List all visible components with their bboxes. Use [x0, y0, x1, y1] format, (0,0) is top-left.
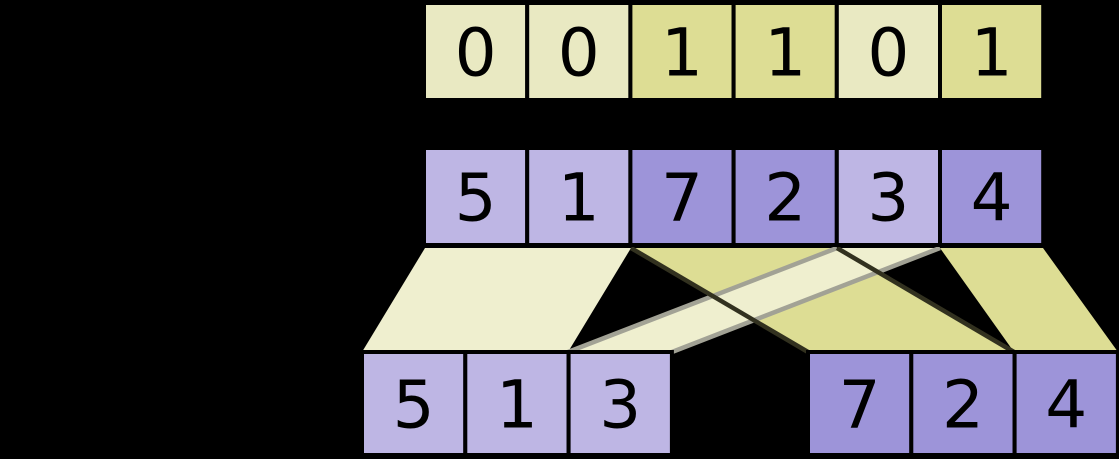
- cell-value-input-3: 2: [764, 160, 806, 237]
- cell-flags-1: [525, 1, 633, 102]
- band-zero-cross-left: [568, 248, 940, 352]
- cell-flags-0: [422, 1, 530, 102]
- cell-output_left-2: [566, 350, 674, 457]
- cell-flags-2: [628, 1, 736, 102]
- cell-value-input-1: 1: [558, 160, 600, 237]
- cell-value-output_left-2: 3: [599, 367, 641, 444]
- cell-value-flags-5: 1: [971, 15, 1013, 92]
- cell-output_right-1: [909, 350, 1017, 457]
- band-zero-cross-lower-edge: [671, 245, 941, 355]
- band-ones-cross-right-edge: [835, 246, 1016, 354]
- cell-value-output_right-2: 4: [1045, 367, 1087, 444]
- cell-value-flags-2: 1: [661, 15, 703, 92]
- band-ones-right-pass: [940, 248, 1118, 352]
- cell-input-3: [731, 146, 839, 247]
- cell-value-flags-1: 0: [558, 15, 600, 92]
- cell-value-output_right-0: 7: [839, 367, 881, 444]
- cell-value-flags-4: 0: [867, 15, 909, 92]
- cell-flags-5: [938, 1, 1046, 102]
- cell-value-input-2: 7: [661, 160, 703, 237]
- band-zero-cross-upper-edge: [567, 245, 838, 355]
- cell-output_right-2: [1012, 350, 1119, 457]
- cell-input-2: [628, 146, 736, 247]
- cell-output_left-0: [360, 350, 468, 457]
- cell-input-5: [938, 146, 1046, 247]
- cell-input-4: [834, 146, 942, 247]
- cell-output_left-1: [463, 350, 571, 457]
- cell-value-output_right-1: 2: [942, 367, 984, 444]
- cell-value-input-4: 3: [867, 160, 909, 237]
- cell-value-input-5: 4: [971, 160, 1013, 237]
- cell-value-output_left-1: 1: [496, 367, 538, 444]
- cell-value-flags-3: 1: [764, 15, 806, 92]
- cell-value-output_left-0: 5: [393, 367, 435, 444]
- band-zeros-left-pass: [362, 248, 631, 352]
- cell-input-1: [525, 146, 633, 247]
- cell-value-flags-0: 0: [455, 15, 497, 92]
- cell-flags-3: [731, 1, 839, 102]
- band-ones-cross-left-edge: [629, 246, 810, 354]
- cell-output_right-0: [806, 350, 914, 457]
- cell-value-input-0: 5: [455, 160, 497, 237]
- band-ones-cross-right: [631, 248, 1014, 352]
